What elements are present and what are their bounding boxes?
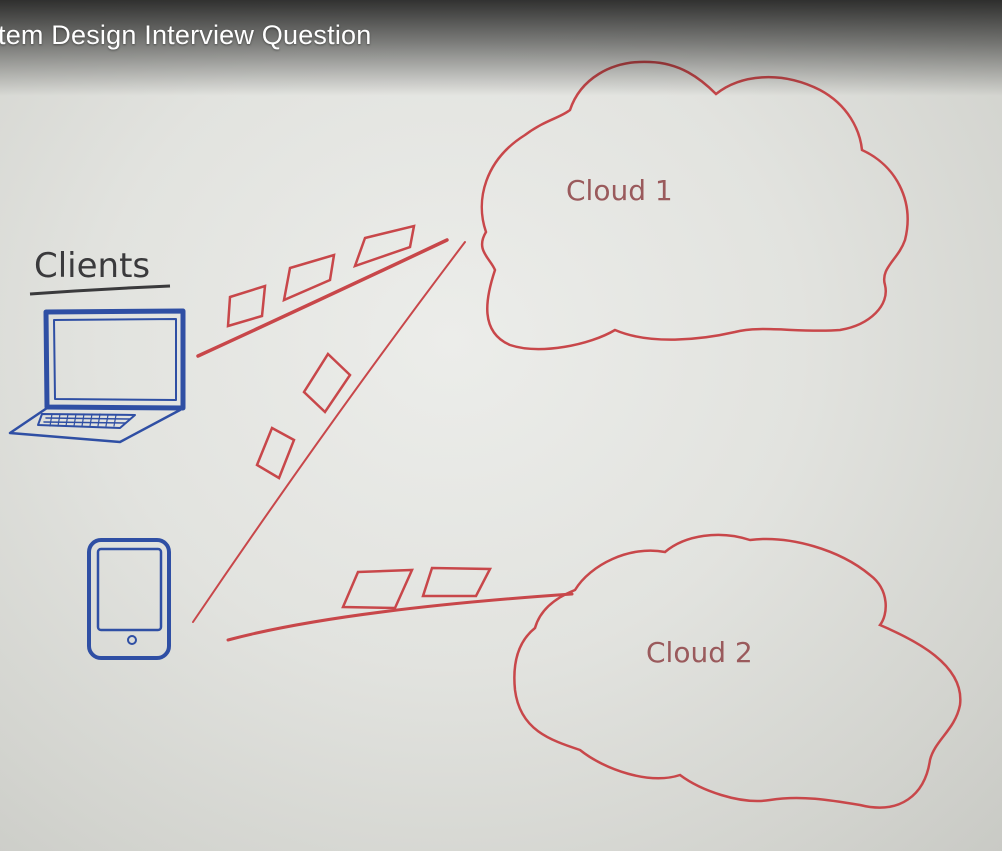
- laptop-icon: [8, 308, 186, 444]
- connection-phone-cloud2: [226, 566, 574, 642]
- connection-laptop-cloud1: [196, 224, 449, 358]
- cloud-2-shape: [513, 533, 962, 809]
- cloud-1-shape: [480, 60, 909, 351]
- phone-icon: [87, 538, 171, 660]
- cloud-2-label: Cloud 2: [646, 636, 753, 669]
- video-title[interactable]: tem Design Interview Question: [0, 20, 372, 50]
- clients-label: Clients: [34, 246, 150, 286]
- cloud-1-label: Cloud 1: [566, 174, 673, 207]
- clients-underline: [29, 284, 171, 296]
- video-title-overlay: [0, 0, 1002, 96]
- connection-phone-cloud1: [192, 241, 466, 623]
